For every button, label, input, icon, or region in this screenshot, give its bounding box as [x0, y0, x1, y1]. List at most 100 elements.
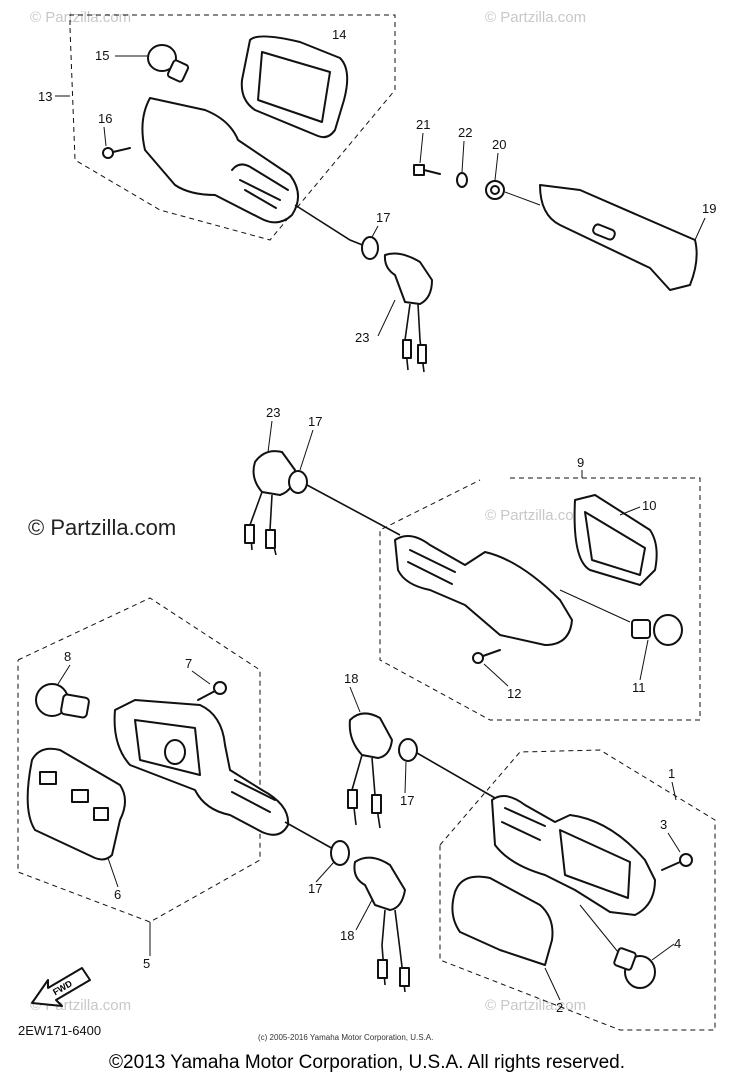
leader-12 — [483, 663, 509, 687]
wire-cover-18-lower-right — [348, 712, 393, 759]
lens-6 — [26, 747, 126, 861]
connector-lower-left-1 — [377, 959, 388, 979]
housing-lower-right — [491, 795, 656, 916]
housing-top-ribs-2 — [239, 179, 281, 209]
screw-16-shank — [112, 147, 131, 153]
leader-17-lower-left — [315, 861, 335, 883]
lower-left-turn-signal-assembly — [17, 597, 290, 923]
lower-right-turn-signal-assembly — [347, 712, 716, 1031]
housing-top — [141, 97, 299, 224]
callout-6: 6 — [114, 887, 121, 902]
connector-top-1 — [402, 339, 412, 359]
housing-lower-right-ribs — [501, 807, 546, 841]
callout-4: 4 — [674, 936, 681, 951]
wire-mid — [306, 484, 401, 536]
bolt-21-head — [413, 164, 425, 176]
bulb-4-base — [613, 947, 637, 971]
callout-22: 22 — [458, 125, 472, 140]
wire-lower-left — [284, 821, 336, 851]
leader-20-bracket — [504, 191, 541, 206]
screw-12-shank — [482, 649, 501, 657]
leader-8 — [57, 664, 71, 685]
screw-16 — [102, 147, 114, 159]
housing-top-ribs — [231, 163, 289, 191]
connector-mid-1 — [244, 524, 255, 544]
leader-7 — [191, 670, 211, 685]
wire-cover-18-lower-left — [353, 856, 406, 911]
lens-10-inner — [584, 511, 646, 576]
watermark-top-left: © Partzilla.com — [30, 9, 131, 26]
leader-20 — [494, 152, 499, 181]
bracket-19-slot — [592, 223, 616, 241]
callout-10: 10 — [642, 498, 656, 513]
callout-17-top: 17 — [376, 210, 390, 225]
callout-8: 8 — [64, 649, 71, 664]
callout-9: 9 — [577, 455, 584, 470]
leader-3 — [667, 832, 681, 853]
leader-17-top — [371, 225, 379, 238]
leader-2 — [544, 967, 561, 1001]
screw-7-shank — [197, 690, 216, 701]
callout-15: 15 — [95, 48, 109, 63]
callout-19: 19 — [702, 201, 716, 216]
leader-bulb-11-path — [559, 589, 631, 623]
housing-lower-left-inner — [134, 719, 201, 776]
callout-20: 20 — [492, 137, 506, 152]
assembly-5-boundary — [17, 597, 261, 923]
bracket-19 — [539, 184, 698, 291]
wire-cover-23-mid — [252, 450, 296, 496]
leader-17-mid — [299, 429, 314, 471]
wire-cover-23-top — [383, 252, 433, 305]
leader-16 — [103, 126, 107, 147]
diagram-code: 2EW171-6400 — [18, 1023, 101, 1038]
bulb-15 — [147, 44, 177, 72]
leader-4 — [651, 943, 675, 961]
leader-23-mid — [267, 420, 273, 453]
bulb-11-base — [631, 619, 651, 639]
washer-22 — [456, 172, 468, 188]
leader-6 — [107, 857, 119, 888]
lens-2 — [451, 875, 554, 966]
callout-14: 14 — [332, 27, 346, 42]
lens-6-pattern-3 — [93, 807, 109, 821]
callout-23-top: 23 — [355, 330, 369, 345]
housing-mid-ribs — [407, 549, 456, 585]
callout-23-mid: 23 — [266, 405, 280, 420]
bulb-8-base — [60, 693, 90, 719]
middle-turn-signal-assembly — [244, 450, 701, 721]
housing-lower-left-socket — [164, 739, 186, 765]
bulb-11 — [653, 614, 683, 646]
assembly-13-boundary — [69, 14, 396, 241]
bolt-21-shank — [423, 169, 441, 175]
fwd-arrow: FWD — [31, 967, 91, 1007]
callout-11: 11 — [632, 680, 646, 695]
top-turn-signal-assembly — [69, 14, 698, 373]
small-copyright: (c) 2005-2016 Yamaha Motor Corporation, … — [258, 1033, 433, 1042]
connector-top-2 — [417, 344, 427, 364]
leader-11 — [639, 639, 649, 681]
leader-22 — [461, 140, 465, 173]
housing-lower-left — [113, 699, 290, 836]
callout-16: 16 — [98, 111, 112, 126]
callout-1: 1 — [668, 766, 675, 781]
leader-18-lower-right — [349, 686, 361, 713]
connector-lower-right-1 — [347, 789, 358, 809]
watermark-top-right: © Partzilla.com — [485, 9, 586, 26]
callout-17-lower-right: 17 — [400, 793, 414, 808]
assembly-9-boundary — [379, 477, 701, 721]
leader-23-top — [377, 299, 396, 337]
watermark-middle-right: © Partzilla.com — [485, 507, 586, 524]
lens-6-pattern-2 — [71, 789, 89, 803]
screw-3 — [679, 853, 693, 867]
grommet-17-lower-left — [330, 840, 350, 866]
connector-mid-2 — [265, 529, 276, 549]
grommet-17-mid — [288, 470, 308, 494]
leader-21 — [419, 132, 424, 164]
screw-7 — [213, 681, 227, 695]
screw-3-shank — [661, 861, 681, 871]
housing-lower-left-ribs — [231, 779, 276, 813]
callout-18-lower-right: 18 — [344, 671, 358, 686]
callout-17-mid: 17 — [308, 414, 322, 429]
